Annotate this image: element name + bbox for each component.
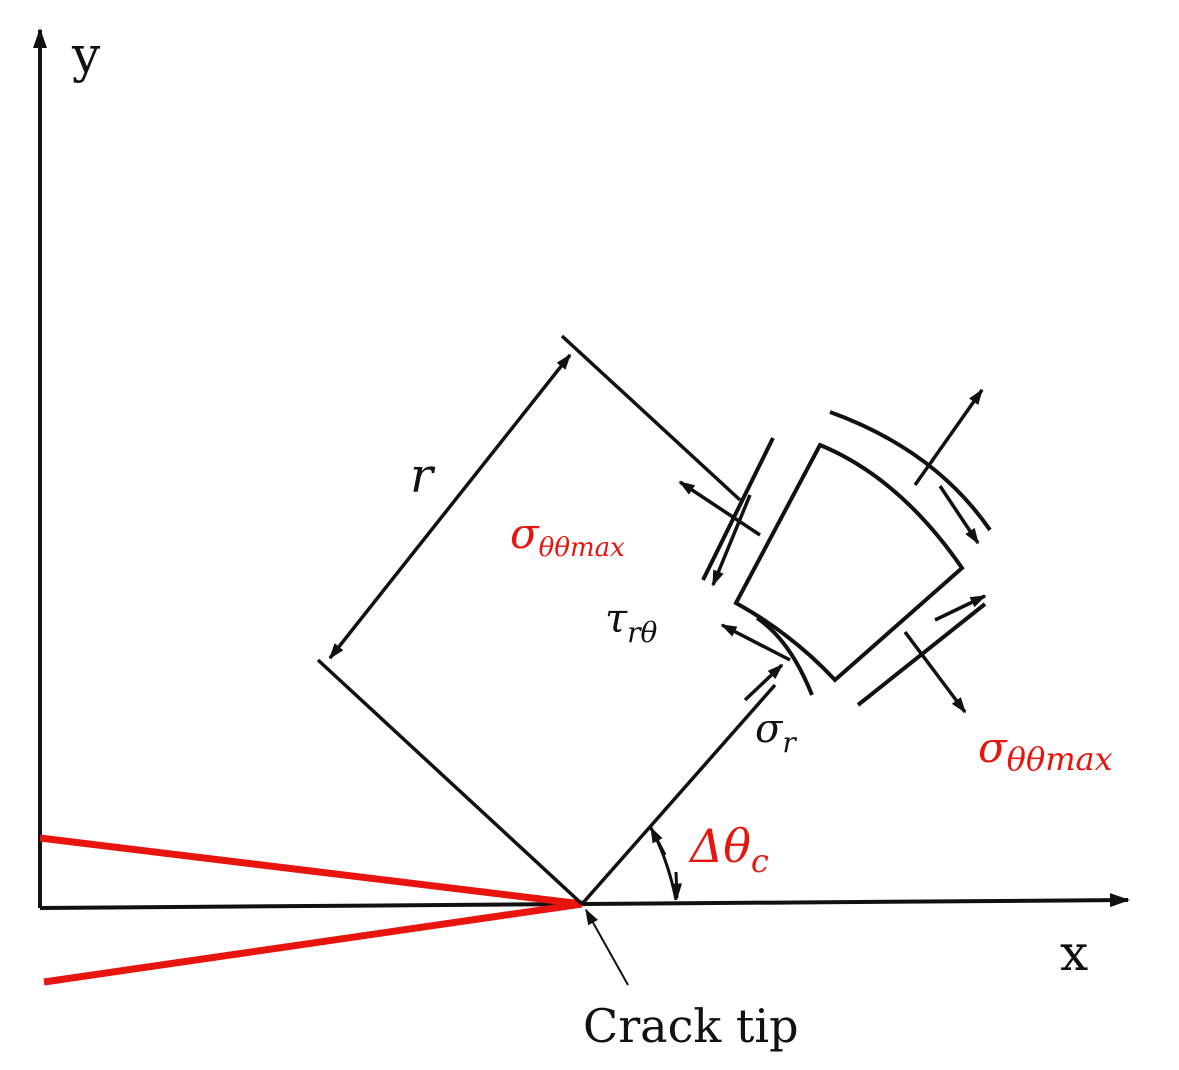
sigma-theta-max-lower-sub: θθmax: [1007, 740, 1113, 778]
sigma-theta-max-upper-main: σ: [510, 509, 540, 558]
y-axis-label: y: [71, 26, 101, 84]
tau-top-arc-arrow: [938, 485, 980, 545]
sigma-theta-max-lower-main: σ: [978, 723, 1008, 772]
tau-left-face-arrow: [711, 494, 752, 587]
sigma-theta-max-upper-sub: θθmax: [539, 533, 625, 563]
crack-face-lower: [43, 900, 583, 986]
sigma-theta-max-lower-label: σθθmax: [978, 723, 1113, 778]
sigma-r-left-arrow: [720, 623, 791, 662]
stress-element: [733, 442, 965, 683]
crack-tip-pointer: [585, 908, 629, 986]
perpendicular-line: [316, 658, 584, 906]
sigma-r-sub: r: [782, 726, 797, 759]
sigma-theta-top-arrow: [913, 388, 984, 487]
outer-arc-top: [829, 410, 992, 532]
sigma-theta-bottom-arrow: [903, 630, 967, 714]
crack-face-upper: [39, 834, 583, 908]
sigma-theta-max-upper-label: σθθmax: [510, 509, 625, 563]
r-label: r: [410, 448, 436, 504]
sigma-theta-left-arrow: [678, 480, 761, 537]
angle-arc: [649, 827, 678, 901]
inner-arc-bottom: [755, 616, 814, 696]
angle-arrow-bottom: [670, 871, 683, 900]
tau-r-theta-sub: rθ: [627, 616, 657, 649]
tau-bottom-left-arrow: [743, 663, 784, 702]
left-bracket-line: [701, 437, 775, 581]
r-dimension-arrow: [328, 353, 572, 660]
delta-theta-c-main: Δθ: [688, 819, 751, 873]
crack-tip-label: Crack tip: [583, 999, 799, 1053]
tau-right-face-arrow: [934, 594, 987, 622]
sigma-r-label: σr: [755, 706, 797, 759]
sigma-r-main: σ: [755, 706, 784, 752]
angle-arrow-top: [649, 826, 667, 856]
tau-r-theta-label: τrθ: [605, 596, 658, 649]
delta-theta-c-sub: c: [751, 842, 769, 880]
delta-theta-c-label: Δθc: [688, 819, 769, 880]
tau-r-theta-main: τ: [605, 596, 628, 642]
radial-line: [580, 683, 777, 906]
x-axis-label: x: [1060, 924, 1088, 982]
extension-line: [560, 334, 742, 502]
